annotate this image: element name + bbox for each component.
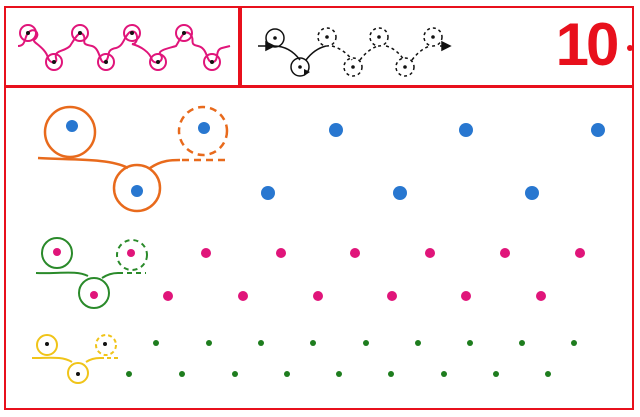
practice-dot bbox=[467, 340, 473, 346]
practice-dot bbox=[519, 340, 525, 346]
loop-center-dot bbox=[182, 31, 186, 35]
practice-dot bbox=[591, 123, 605, 137]
large-guide-dots bbox=[66, 120, 210, 197]
loop-pattern-example-icon bbox=[17, 24, 231, 71]
loop-center-dot bbox=[130, 31, 134, 35]
large-dot bbox=[66, 120, 78, 132]
sheet-number: 10 bbox=[555, 11, 620, 78]
practice-dot bbox=[493, 371, 499, 377]
medium-practice-dots bbox=[163, 248, 585, 301]
small-dot bbox=[76, 372, 80, 376]
large-dot bbox=[131, 185, 143, 197]
practice-dot bbox=[350, 248, 360, 258]
practice-dot bbox=[575, 248, 585, 258]
practice-dot bbox=[206, 340, 212, 346]
practice-dot bbox=[276, 248, 286, 258]
practice-dot bbox=[525, 186, 539, 200]
practice-dot bbox=[461, 291, 471, 301]
small-dot bbox=[103, 342, 107, 346]
practice-dot bbox=[363, 340, 369, 346]
practice-dot bbox=[388, 371, 394, 377]
loop-center-dot bbox=[403, 65, 407, 69]
loop-center-dot bbox=[210, 60, 214, 64]
practice-dot bbox=[163, 291, 173, 301]
practice-dot bbox=[500, 248, 510, 258]
small-practice-dots bbox=[126, 340, 577, 377]
practice-dot bbox=[571, 340, 577, 346]
loop-center-dot bbox=[377, 35, 381, 39]
direction-arrow-icon bbox=[304, 69, 310, 76]
loop-center-dot bbox=[52, 60, 56, 64]
loop-center-dot bbox=[431, 35, 435, 39]
loop-center-dot bbox=[26, 31, 30, 35]
small-dot bbox=[45, 342, 49, 346]
loop-center-dot bbox=[104, 60, 108, 64]
practice-dot bbox=[153, 340, 159, 346]
loop-center-dot bbox=[325, 35, 329, 39]
loop-tracing-direction-icon bbox=[258, 27, 452, 77]
medium-guide-dots bbox=[53, 248, 135, 299]
practice-dot bbox=[336, 371, 342, 377]
large-loop-trace-guide-icon bbox=[37, 105, 229, 213]
practice-dot bbox=[126, 371, 132, 377]
black-loop-center-dots bbox=[273, 35, 435, 69]
pink-loop-center-dots bbox=[26, 31, 214, 64]
practice-dot bbox=[536, 291, 546, 301]
practice-dot bbox=[459, 123, 473, 137]
medium-dot bbox=[90, 291, 98, 299]
practice-dot bbox=[425, 248, 435, 258]
practice-dot bbox=[284, 371, 290, 377]
practice-dot bbox=[393, 186, 407, 200]
practice-dot bbox=[329, 123, 343, 137]
practice-dot bbox=[261, 186, 275, 200]
small-guide-dots bbox=[45, 342, 107, 376]
practice-dot bbox=[310, 340, 316, 346]
practice-dot bbox=[179, 371, 185, 377]
medium-dot bbox=[127, 249, 135, 257]
loop-center-dot bbox=[273, 36, 277, 40]
practice-dot bbox=[238, 291, 248, 301]
medium-loop-trace-guide-icon bbox=[35, 237, 148, 309]
large-practice-dots bbox=[261, 123, 605, 200]
loop-center-dot bbox=[156, 60, 160, 64]
practice-dot bbox=[387, 291, 397, 301]
large-dot bbox=[198, 122, 210, 134]
practice-dot bbox=[313, 291, 323, 301]
loop-center-dot bbox=[351, 65, 355, 69]
practice-dot bbox=[232, 371, 238, 377]
worksheet-panel bbox=[4, 86, 634, 410]
loop-center-dot bbox=[78, 31, 82, 35]
practice-dot bbox=[545, 371, 551, 377]
practice-dot bbox=[258, 340, 264, 346]
small-loop-trace-guide-icon bbox=[31, 334, 120, 384]
red-marker-dot bbox=[627, 45, 633, 51]
practice-dot bbox=[201, 248, 211, 258]
practice-dot bbox=[441, 371, 447, 377]
practice-dot bbox=[415, 340, 421, 346]
loop-center-dot bbox=[298, 65, 302, 69]
medium-dot bbox=[53, 248, 61, 256]
